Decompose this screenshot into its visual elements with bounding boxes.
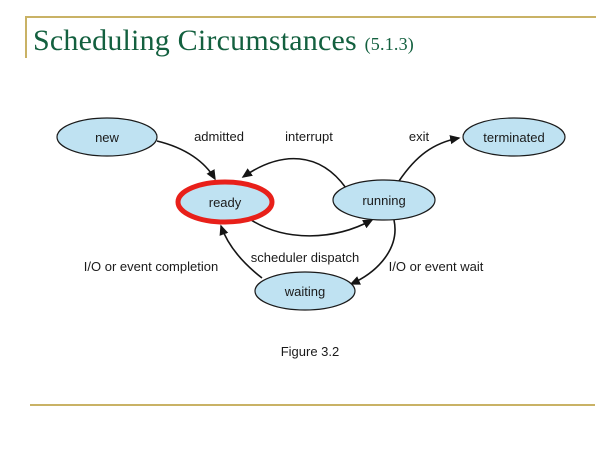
- node-ready-label: ready: [209, 195, 242, 210]
- edge-label-interrupt: interrupt: [285, 129, 333, 144]
- edge-running-to-waiting: [349, 219, 396, 285]
- node-waiting-shape[interactable]: [254, 271, 356, 311]
- diagram-nodes: new ready running terminated waiting: [56, 117, 566, 311]
- node-running-label: running: [362, 193, 405, 208]
- page-title-main: Scheduling Circumstances: [33, 24, 357, 57]
- edge-waiting-to-ready: [219, 224, 263, 279]
- node-ready[interactable]: ready: [175, 179, 275, 225]
- node-waiting[interactable]: waiting: [254, 271, 356, 311]
- node-running-shape[interactable]: [332, 179, 436, 221]
- footer-rule: [30, 404, 595, 406]
- node-new-shape[interactable]: [56, 117, 158, 157]
- edge-label-exit: exit: [409, 129, 430, 144]
- node-running[interactable]: running: [332, 179, 436, 221]
- node-terminated-label: terminated: [483, 130, 544, 145]
- page-title-section-number: (5.1.3): [364, 34, 414, 54]
- diagram-edges: [156, 135, 461, 285]
- title-left-accent-bar: [25, 16, 27, 58]
- edge-label-io-or-event-wait: I/O or event wait: [389, 259, 484, 274]
- figure-caption: Figure 3.2: [281, 344, 340, 359]
- edge-new-to-ready: [156, 140, 216, 181]
- node-new-label: new: [95, 130, 119, 145]
- edge-label-admitted: admitted: [194, 129, 244, 144]
- node-ready-shape[interactable]: [175, 179, 275, 225]
- page-title: Scheduling Circumstances (5.1.3): [33, 24, 414, 58]
- node-terminated-shape[interactable]: [462, 117, 566, 157]
- node-waiting-label: waiting: [284, 284, 325, 299]
- edge-ready-to-running: [247, 217, 374, 237]
- title-top-rule: [25, 16, 596, 18]
- node-terminated[interactable]: terminated: [462, 117, 566, 157]
- node-new[interactable]: new: [56, 117, 158, 157]
- edge-running-to-terminated: [398, 135, 461, 182]
- edge-label-scheduler-dispatch: scheduler dispatch: [251, 250, 359, 265]
- diagram-edge-labels: admitted interrupt exit scheduler dispat…: [84, 129, 484, 274]
- edge-label-io-or-event-completion: I/O or event completion: [84, 259, 218, 274]
- edge-running-to-ready: [241, 157, 347, 189]
